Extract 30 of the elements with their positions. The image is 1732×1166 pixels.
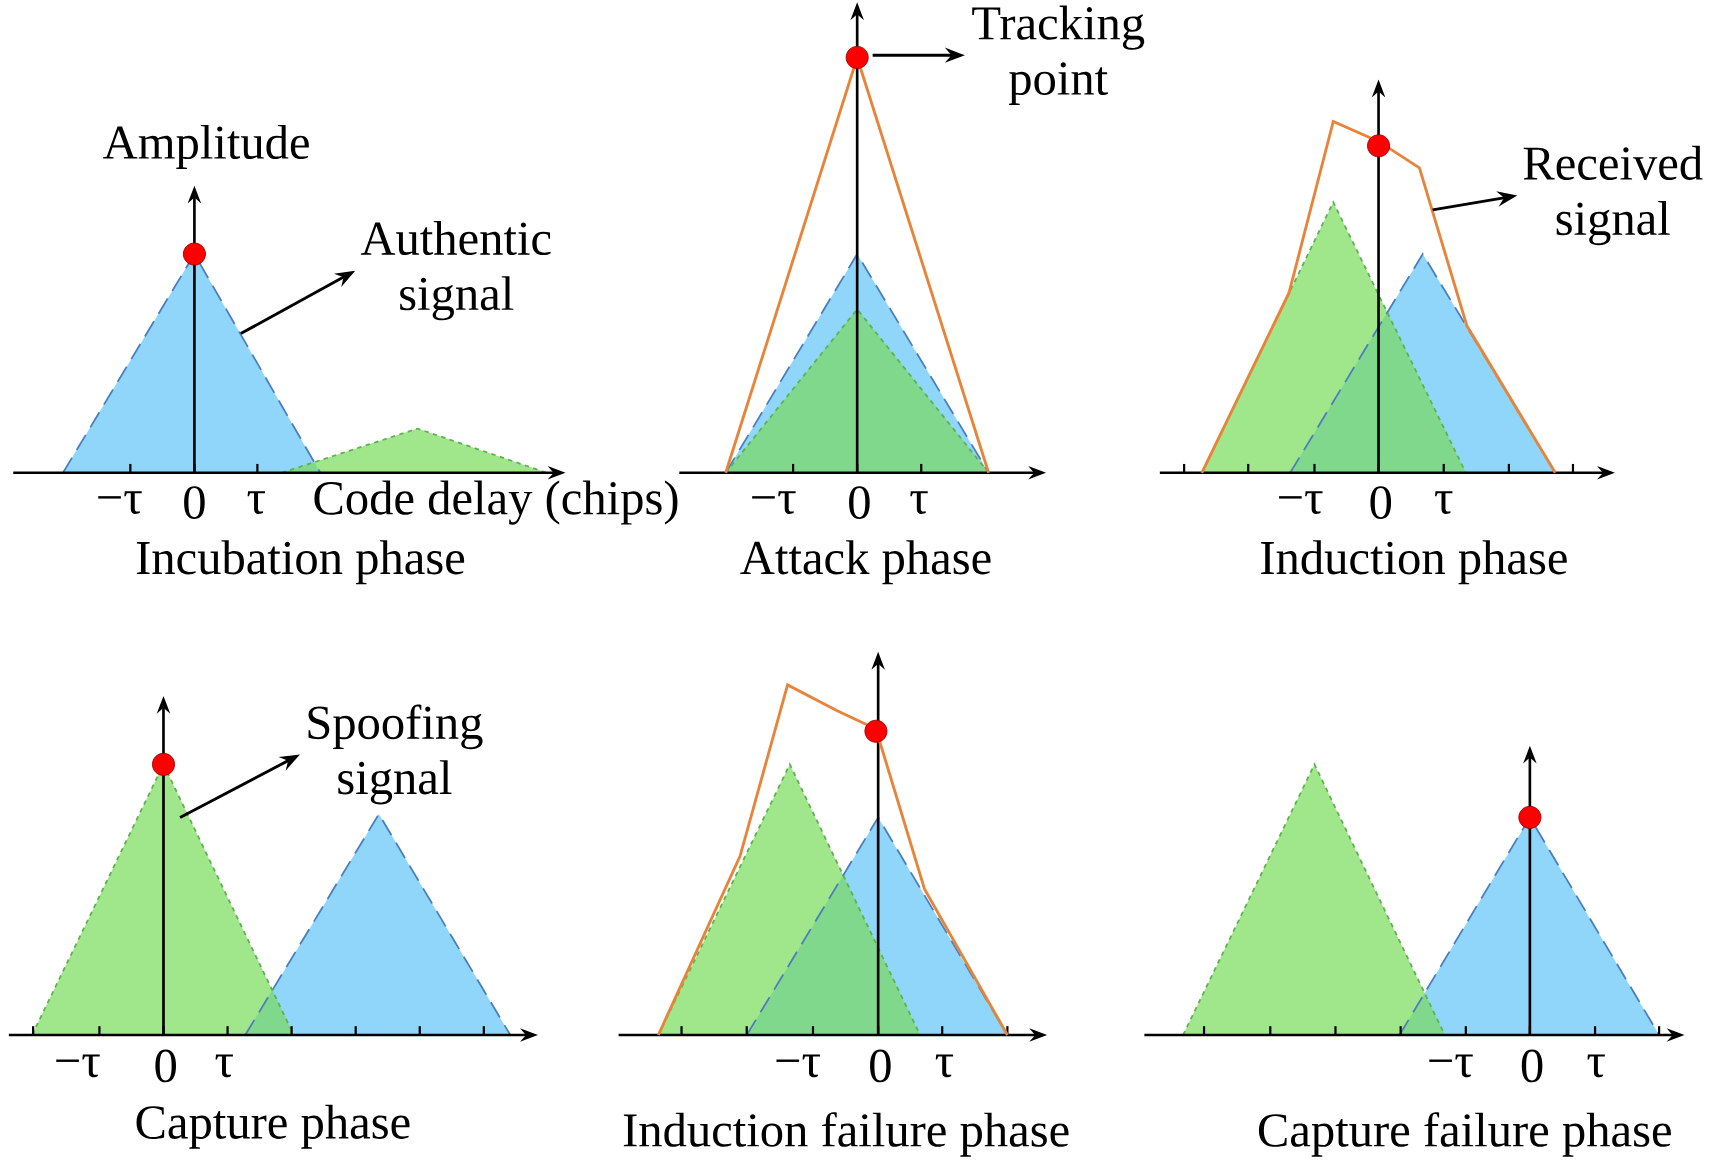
phase-caption: Capture phase (136, 1104, 410, 1149)
phase-caption: Induction failure phase (623, 1111, 1069, 1157)
tick-label: τ (1587, 1054, 1605, 1078)
axis-label: Amplitude (103, 124, 309, 169)
phase-caption: Induction phase (1261, 540, 1567, 585)
tick-label: −τ (1279, 491, 1323, 514)
callout-text: Spoofing signal (308, 704, 483, 805)
phase-caption: Capture failure phase (1258, 1111, 1671, 1157)
tick-label: −τ (98, 491, 142, 514)
tick-label: τ (247, 491, 265, 514)
tick-label: 0 (870, 1049, 891, 1083)
callout-text: Received signal (1523, 145, 1703, 246)
tick-label: 0 (184, 486, 205, 519)
tick-label: 0 (1521, 1049, 1543, 1083)
axis-label: Code delay (chips) (314, 480, 678, 525)
tick-label: 0 (155, 1049, 176, 1083)
tick-label: τ (215, 1054, 233, 1078)
tick-label: −τ (56, 1054, 100, 1078)
tick-label: τ (935, 1054, 954, 1078)
phase-caption: Attack phase (740, 540, 991, 585)
tick-label: τ (1435, 491, 1453, 514)
callout-text: Tracking point (972, 5, 1145, 105)
tick-label: −τ (752, 491, 796, 514)
phase-caption: Incubation phase (136, 540, 465, 585)
callout-text: Authentic signal (360, 220, 551, 321)
tick-label: −τ (1429, 1054, 1473, 1078)
tick-label: τ (910, 491, 928, 514)
tick-label: 0 (1370, 486, 1392, 519)
tick-label: −τ (776, 1054, 820, 1078)
tick-label: 0 (849, 486, 870, 519)
